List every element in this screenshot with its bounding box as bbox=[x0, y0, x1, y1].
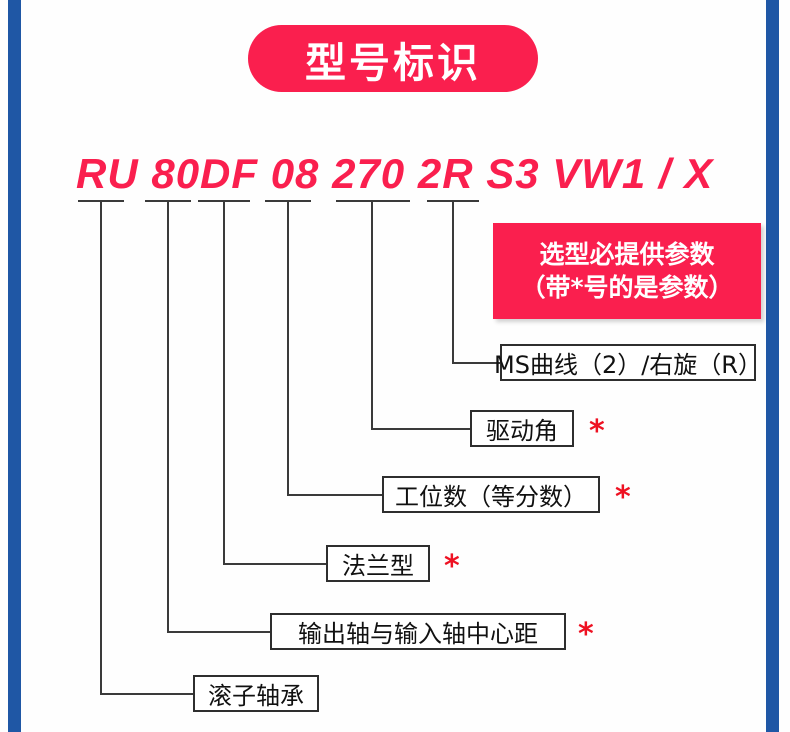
right-blue-rail bbox=[766, 0, 779, 732]
leader-horizontal-roller-bearing bbox=[100, 693, 194, 695]
legend-label-drive-angle: 驱动角 bbox=[486, 417, 558, 445]
leader-vertical-station-count bbox=[287, 200, 289, 495]
parameter-callout: 选型必提供参数 （带*号的是参数） bbox=[493, 223, 761, 319]
page-title-banner: 型号标识 bbox=[248, 25, 538, 92]
required-star-shaft-distance: * bbox=[578, 617, 594, 652]
legend-box-station-count: 工位数（等分数） bbox=[382, 476, 600, 513]
leader-vertical-roller-bearing bbox=[100, 200, 102, 694]
left-blue-rail bbox=[8, 0, 21, 732]
leader-vertical-ms-curve bbox=[452, 200, 454, 363]
callout-line-1: 选型必提供参数 bbox=[539, 240, 715, 269]
legend-box-flange-type: 法兰型 bbox=[326, 545, 430, 582]
callout-line-2: （带*号的是参数） bbox=[520, 273, 734, 302]
required-star-station-count: * bbox=[615, 480, 631, 515]
underline-tick-270 bbox=[336, 200, 410, 202]
leader-horizontal-station-count bbox=[287, 494, 383, 496]
leader-horizontal-drive-angle bbox=[371, 428, 471, 430]
leader-vertical-drive-angle bbox=[371, 200, 373, 429]
required-star-flange-type: * bbox=[444, 549, 460, 584]
legend-label-roller-bearing: 滚子轴承 bbox=[208, 682, 304, 710]
leader-horizontal-shaft-distance bbox=[167, 631, 271, 633]
legend-label-flange-type: 法兰型 bbox=[342, 552, 414, 580]
model-number-row: RU 80DF 08 270 2R S3 VW1 / X bbox=[0, 150, 790, 198]
legend-label-shaft-distance: 输出轴与输入轴中心距 bbox=[298, 620, 538, 648]
legend-box-roller-bearing: 滚子轴承 bbox=[193, 675, 319, 712]
legend-label-ms-curve: MS曲线（2）/右旋（R） bbox=[494, 351, 762, 379]
leader-horizontal-flange-type bbox=[223, 563, 327, 565]
page-title: 型号标识 bbox=[305, 38, 481, 87]
legend-box-drive-angle: 驱动角 bbox=[470, 410, 574, 447]
legend-label-station-count: 工位数（等分数） bbox=[395, 483, 587, 511]
legend-box-shaft-distance: 输出轴与输入轴中心距 bbox=[270, 613, 566, 650]
model-number-text: RU 80DF 08 270 2R S3 VW1 / X bbox=[76, 150, 714, 197]
leader-vertical-flange-type bbox=[223, 200, 225, 564]
legend-box-ms-curve: MS曲线（2）/右旋（R） bbox=[494, 344, 762, 381]
leader-horizontal-ms-curve bbox=[452, 362, 502, 364]
required-star-drive-angle: * bbox=[589, 414, 605, 449]
leader-vertical-shaft-distance bbox=[167, 200, 169, 632]
